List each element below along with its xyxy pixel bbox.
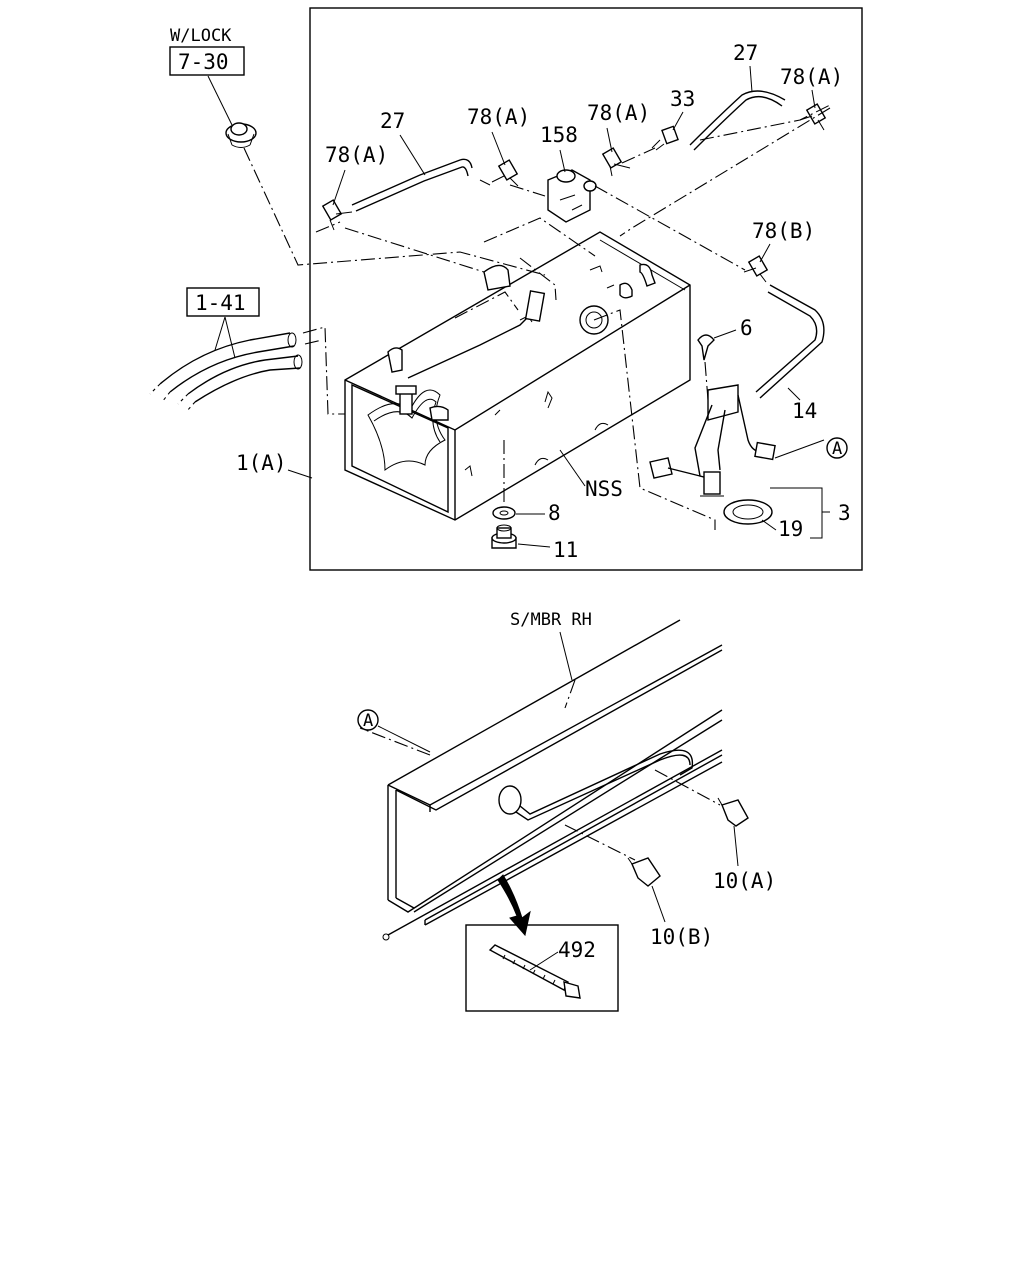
clip-10a-part xyxy=(717,797,749,827)
label-78a-2[interactable]: 78(A) xyxy=(467,105,530,129)
bolt-33-part xyxy=(651,125,679,151)
label-158[interactable]: 158 xyxy=(540,123,578,147)
filler-cap-part xyxy=(225,122,257,148)
callout-a-lower[interactable] xyxy=(357,709,379,731)
label-78a-3[interactable]: 78(A) xyxy=(587,101,650,125)
fitting-78a-1-part xyxy=(321,199,353,231)
cable-tie-492-part xyxy=(488,944,581,999)
label-11[interactable]: 11 xyxy=(553,538,578,562)
clip-6-part xyxy=(697,334,715,361)
fitting-78a-3-part xyxy=(601,147,631,177)
hose-27-left-part xyxy=(351,158,491,212)
ref-1-41-label[interactable]: 1-41 xyxy=(195,291,246,315)
detail-arrow xyxy=(497,874,531,937)
label-10b[interactable]: 10(B) xyxy=(650,925,713,949)
label-19[interactable]: 19 xyxy=(778,517,803,541)
ref-box-7-30[interactable] xyxy=(169,46,245,76)
side-member-part xyxy=(382,619,723,941)
label-6[interactable]: 6 xyxy=(740,316,753,340)
upper-frame xyxy=(309,7,863,571)
washer-8-part xyxy=(492,506,516,520)
harness-routing-part xyxy=(515,749,694,821)
label-492[interactable]: 492 xyxy=(558,938,596,962)
label-3[interactable]: 3 xyxy=(838,501,851,525)
clip-10b-part xyxy=(627,857,661,887)
label-78a-1[interactable]: 78(A) xyxy=(325,143,388,167)
valve-158-part xyxy=(547,169,597,223)
label-33[interactable]: 33 xyxy=(670,87,695,111)
lower-diagram: S/MBR RH A xyxy=(357,610,776,1012)
fitting-78b-part xyxy=(743,255,769,283)
fitting-78a-4-part xyxy=(799,103,827,131)
detail-box-492 xyxy=(465,924,619,1012)
ref-7-30-label[interactable]: 7-30 xyxy=(178,50,229,74)
w-lock-label: W/LOCK xyxy=(170,26,232,46)
label-78a-4[interactable]: 78(A) xyxy=(780,65,843,89)
label-1a[interactable]: 1(A) xyxy=(236,451,287,475)
callout-a-upper-label[interactable]: A xyxy=(832,439,842,459)
label-78b[interactable]: 78(B) xyxy=(752,219,815,243)
ref-box-1-41[interactable] xyxy=(186,287,260,317)
hose-27-right-part xyxy=(689,90,786,151)
label-27-right[interactable]: 27 xyxy=(733,41,758,65)
fuel-gauge-3-part xyxy=(649,384,776,497)
label-nss[interactable]: NSS xyxy=(585,477,623,501)
label-10a[interactable]: 10(A) xyxy=(713,869,776,893)
label-27-left[interactable]: 27 xyxy=(380,109,405,133)
upper-diagram: W/LOCK 7-30 1-41 xyxy=(149,7,863,571)
fuel-tank-part xyxy=(344,217,691,521)
filler-hoses-part xyxy=(149,332,303,413)
callout-a-upper[interactable] xyxy=(826,437,848,459)
callout-a-lower-label[interactable]: A xyxy=(363,711,373,731)
label-14[interactable]: 14 xyxy=(792,399,817,423)
gasket-19-part xyxy=(723,499,773,525)
smbr-rh-label: S/MBR RH xyxy=(510,610,592,630)
drain-plug-11-part xyxy=(491,524,517,549)
label-8[interactable]: 8 xyxy=(548,501,561,525)
hose-14-part xyxy=(755,284,825,399)
